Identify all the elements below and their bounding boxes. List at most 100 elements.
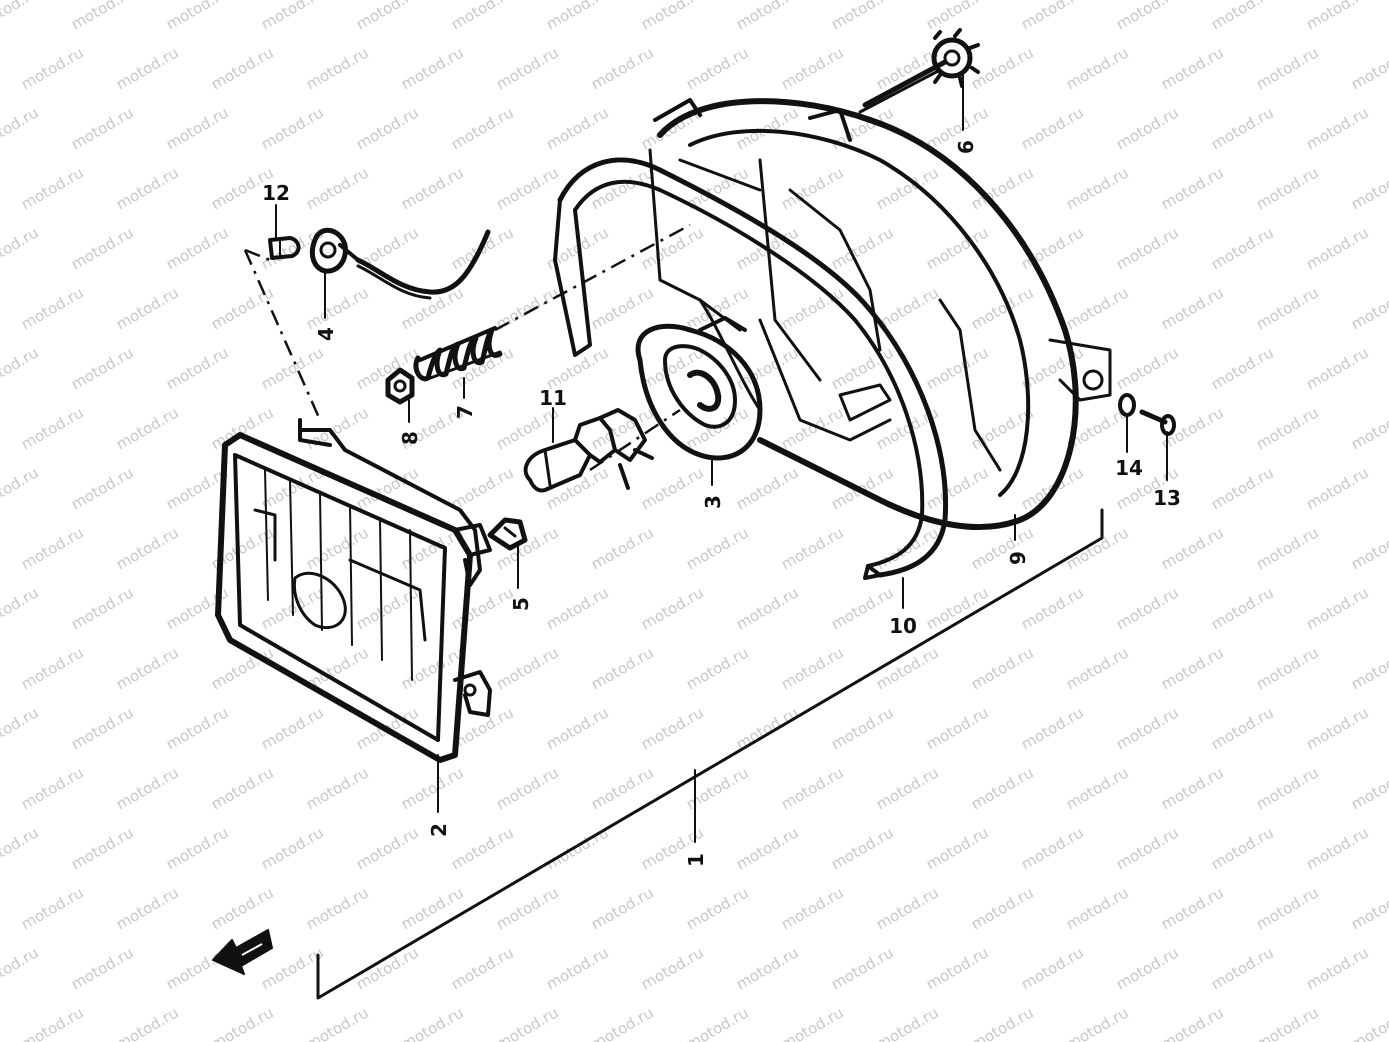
callout-1: 1 bbox=[684, 853, 708, 867]
watermark-text: motod.ru bbox=[638, 463, 707, 513]
watermark-text: motod.ru bbox=[1348, 403, 1389, 453]
callout-10: 10 bbox=[889, 614, 917, 638]
watermark-text: motod.ru bbox=[733, 103, 802, 153]
watermark-text: motod.ru bbox=[303, 763, 372, 813]
watermark-text: motod.ru bbox=[1018, 0, 1087, 33]
watermark-text: motod.ru bbox=[258, 703, 327, 753]
watermark-text: motod.ru bbox=[113, 163, 182, 213]
watermark-text: motod.ru bbox=[1018, 583, 1087, 633]
watermark-text: motod.ru bbox=[68, 223, 137, 273]
watermark-text: motod.ru bbox=[1063, 283, 1132, 333]
watermark-text: motod.ru bbox=[398, 763, 467, 813]
watermark-text: motod.ru bbox=[0, 343, 42, 393]
watermark-text: motod.ru bbox=[1348, 1003, 1389, 1042]
watermark-text: motod.ru bbox=[493, 1003, 562, 1042]
callout-2: 2 bbox=[427, 823, 451, 837]
watermark-text: motod.ru bbox=[1348, 883, 1389, 933]
watermark-text: motod.ru bbox=[543, 103, 612, 153]
watermark-text: motod.ru bbox=[163, 823, 232, 873]
watermark-text: motod.ru bbox=[208, 763, 277, 813]
callout-12: 12 bbox=[262, 181, 290, 205]
watermark-text: motod.ru bbox=[828, 703, 897, 753]
watermark-text: motod.ru bbox=[303, 1003, 372, 1042]
watermark-text: motod.ru bbox=[18, 43, 87, 93]
watermark-text: motod.ru bbox=[1063, 883, 1132, 933]
watermark-text: motod.ru bbox=[588, 523, 657, 573]
watermark-text: motod.ru bbox=[588, 1003, 657, 1042]
watermark-text: motod.ru bbox=[1018, 103, 1087, 153]
watermark-text: motod.ru bbox=[353, 103, 422, 153]
watermark-text: motod.ru bbox=[638, 343, 707, 393]
watermark-text: motod.ru bbox=[1063, 43, 1132, 93]
watermark-text: motod.ru bbox=[0, 583, 42, 633]
watermark-text: motod.ru bbox=[1348, 43, 1389, 93]
watermark-text: motod.ru bbox=[1253, 763, 1322, 813]
watermark-text: motod.ru bbox=[1113, 0, 1182, 33]
watermark-text: motod.ru bbox=[18, 523, 87, 573]
watermark-text: motod.ru bbox=[733, 583, 802, 633]
headlight-unit bbox=[215, 418, 492, 763]
position-lamp-socket bbox=[309, 228, 491, 300]
watermark-text: motod.ru bbox=[968, 43, 1037, 93]
adjusting-screw bbox=[858, 28, 980, 114]
callout-7: 7 bbox=[453, 405, 477, 419]
watermark-text: motod.ru bbox=[1208, 463, 1277, 513]
watermark-text: motod.ru bbox=[0, 0, 42, 33]
watermark-text: motod.ru bbox=[683, 643, 752, 693]
watermark-text: motod.ru bbox=[638, 583, 707, 633]
callout-3: 3 bbox=[701, 495, 725, 509]
watermark-text: motod.ru bbox=[968, 763, 1037, 813]
watermark-text: motod.ru bbox=[1208, 583, 1277, 633]
headlight-strap bbox=[553, 157, 949, 580]
watermark-text: motod.ru bbox=[873, 763, 942, 813]
watermark-text: motod.ru bbox=[588, 883, 657, 933]
watermark-text: motod.ru bbox=[1208, 0, 1277, 33]
watermark-text: motod.ru bbox=[1208, 823, 1277, 873]
watermark-text: motod.ru bbox=[543, 943, 612, 993]
watermark-text: motod.ru bbox=[683, 1003, 752, 1042]
watermark-text: motod.ru bbox=[208, 1003, 277, 1042]
watermark-text: motod.ru bbox=[208, 883, 277, 933]
watermark-text: motod.ru bbox=[923, 823, 992, 873]
watermark-text: motod.ru bbox=[448, 103, 517, 153]
watermark-text: motod.ru bbox=[778, 883, 847, 933]
watermark-text: motod.ru bbox=[113, 43, 182, 93]
watermark-text: motod.ru bbox=[398, 163, 467, 213]
watermark-text: motod.ru bbox=[1018, 703, 1087, 753]
watermark-text: motod.ru bbox=[638, 943, 707, 993]
position-bulb bbox=[268, 236, 301, 260]
watermark-text: motod.ru bbox=[303, 163, 372, 213]
callout-8: 8 bbox=[398, 431, 422, 445]
watermark-text: motod.ru bbox=[1348, 523, 1389, 573]
watermark-text: motod.ru bbox=[968, 1003, 1037, 1042]
watermark-text: motod.ru bbox=[1303, 0, 1372, 33]
watermark-text: motod.ru bbox=[493, 763, 562, 813]
watermark-text: motod.ru bbox=[493, 43, 562, 93]
watermark-text: motod.ru bbox=[778, 403, 847, 453]
watermark-text: motod.ru bbox=[163, 223, 232, 273]
watermark-text: motod.ru bbox=[1018, 943, 1087, 993]
watermark-text: motod.ru bbox=[18, 883, 87, 933]
watermark-text: motod.ru bbox=[1303, 103, 1372, 153]
watermark-text: motod.ru bbox=[923, 0, 992, 33]
watermark-text: motod.ru bbox=[113, 283, 182, 333]
watermark-text: motod.ru bbox=[1158, 1003, 1227, 1042]
watermark-text: motod.ru bbox=[1113, 103, 1182, 153]
watermark-text: motod.ru bbox=[1063, 523, 1132, 573]
callout-11: 11 bbox=[539, 386, 567, 410]
watermark-text: motod.ru bbox=[1348, 643, 1389, 693]
watermark-text: motod.ru bbox=[0, 943, 42, 993]
watermark-text: motod.ru bbox=[398, 883, 467, 933]
watermark-text: motod.ru bbox=[778, 763, 847, 813]
watermark-text: motod.ru bbox=[18, 763, 87, 813]
watermark-text: motod.ru bbox=[18, 163, 87, 213]
watermark-text: motod.ru bbox=[1208, 943, 1277, 993]
assembly-bracket bbox=[316, 508, 1104, 1000]
watermark-text: motod.ru bbox=[303, 43, 372, 93]
watermark-text: motod.ru bbox=[778, 523, 847, 573]
watermark-text: motod.ru bbox=[303, 283, 372, 333]
watermark-text: motod.ru bbox=[303, 883, 372, 933]
watermark-text: motod.ru bbox=[1253, 163, 1322, 213]
watermark-text: motod.ru bbox=[1303, 583, 1372, 633]
